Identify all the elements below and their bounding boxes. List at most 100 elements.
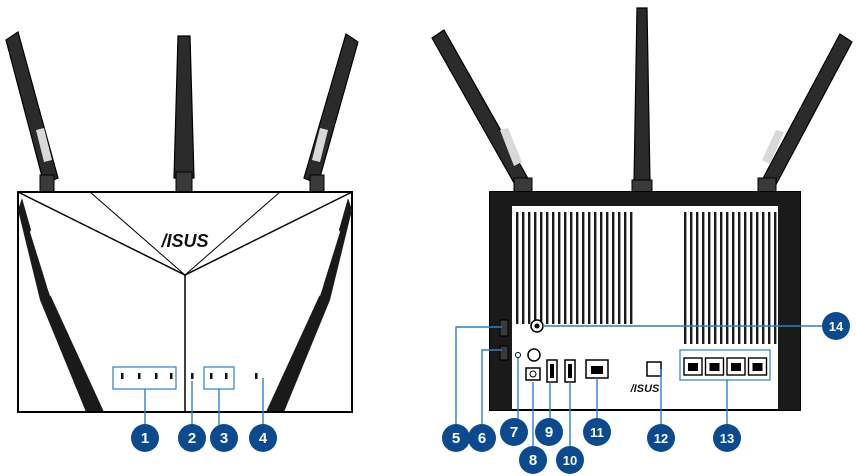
callout-number: 12 [654, 431, 668, 446]
router-rear-view: /ISUS [431, 7, 853, 411]
vent-slot [738, 212, 741, 344]
callout-number: 3 [220, 430, 228, 447]
callout-12: 12 [647, 424, 675, 452]
callout-9: 9 [535, 418, 563, 446]
lan-port-socket [731, 363, 741, 371]
vent-slot [558, 212, 561, 324]
callout-14: 14 [822, 312, 850, 340]
lan-port-group [679, 349, 771, 381]
callout-number: 4 [259, 430, 268, 447]
lan-led-icon [170, 373, 173, 379]
vent-slot [762, 212, 765, 344]
power-led-icon [255, 373, 258, 379]
callout-11: 11 [583, 418, 611, 446]
wan-led-icon [191, 373, 194, 379]
vent-slot [732, 212, 735, 344]
callout-number: 7 [510, 424, 518, 441]
vent-slot [522, 212, 525, 324]
callout-number: 5 [452, 430, 460, 447]
callout-5: 5 [442, 424, 470, 452]
antenna-right-front [303, 33, 359, 196]
antenna-center-front [173, 35, 195, 193]
vent-slot [708, 212, 711, 344]
callout-1: 1 [131, 424, 159, 452]
callout-number: 2 [188, 430, 196, 447]
vent-slot [744, 212, 747, 344]
vent-slot [576, 212, 579, 324]
lan-led-icon [138, 373, 141, 379]
lan-port-socket [688, 363, 698, 371]
vent-slot [690, 212, 693, 344]
callout-number: 14 [829, 319, 844, 334]
callout-number: 8 [529, 452, 537, 469]
dc-in-icon [525, 367, 541, 381]
lan-port-socket [752, 363, 763, 371]
leader-lines [144, 325, 826, 446]
router-front-view: /ISUS [5, 31, 359, 413]
antenna-right-rear [757, 33, 853, 205]
vent-slot [612, 212, 615, 324]
square-button-icon [646, 361, 662, 377]
power-led-back-icon [515, 352, 521, 358]
vent-slot [774, 212, 777, 344]
vent-slot [756, 212, 759, 344]
leader-line-5 [455, 326, 502, 426]
antenna-center-rear [631, 7, 653, 207]
callout-number: 9 [545, 424, 553, 441]
vent-slot [570, 212, 573, 324]
vent-slot [768, 212, 771, 344]
vent-slot [546, 212, 549, 324]
callout-2: 2 [178, 424, 206, 452]
lan-led-icon [155, 373, 158, 379]
brand-logo-rear: /ISUS [630, 383, 660, 395]
callout-6: 6 [468, 424, 496, 452]
vent-slot [714, 212, 717, 344]
callout-3: 3 [210, 424, 238, 452]
vent-slot [564, 212, 567, 324]
wifi-2g-led-icon [210, 373, 213, 379]
wifi-5g-led-icon [225, 373, 228, 379]
lan-led-icon [121, 373, 124, 379]
callout-4: 4 [249, 424, 277, 452]
vent-slot [534, 212, 537, 324]
router-front-body [17, 191, 353, 413]
vent-slot [606, 212, 609, 324]
callout-number: 6 [478, 430, 486, 447]
callouts: 1 2 3 4 5 6 7 8 [131, 312, 850, 474]
vent-slot [702, 212, 705, 344]
vent-slots-left [516, 212, 633, 324]
vent-slot [600, 212, 603, 324]
vent-slot [540, 212, 543, 324]
vent-slot [588, 212, 591, 324]
callout-13: 13 [713, 424, 741, 452]
vent-slot [726, 212, 729, 344]
vent-slot [552, 212, 555, 324]
lan-port-socket [709, 363, 720, 371]
vent-slots-right [684, 212, 777, 344]
power-button-icon [527, 348, 541, 362]
vent-slot [582, 212, 585, 324]
callout-10: 10 [556, 446, 584, 474]
vent-slot [618, 212, 621, 324]
vent-slot [696, 212, 699, 344]
callout-8: 8 [519, 446, 547, 474]
brand-logo-front: /ISUS [160, 231, 208, 251]
callout-number: 10 [563, 453, 577, 468]
antenna-left-front [5, 31, 59, 196]
vent-slot [624, 212, 627, 324]
antenna-left-rear [431, 29, 533, 205]
vent-slot [684, 212, 687, 344]
vent-slot [750, 212, 753, 344]
vent-slot [594, 212, 597, 324]
reset-button-icon [499, 345, 509, 361]
vent-slot [720, 212, 723, 344]
leader-line-6 [481, 349, 502, 426]
vent-slot [516, 212, 519, 324]
callout-number: 13 [720, 431, 734, 446]
callout-number: 11 [590, 425, 604, 440]
vent-slot [528, 212, 531, 324]
callout-number: 1 [141, 430, 149, 447]
vent-slot [630, 212, 633, 324]
callout-7: 7 [500, 418, 528, 446]
